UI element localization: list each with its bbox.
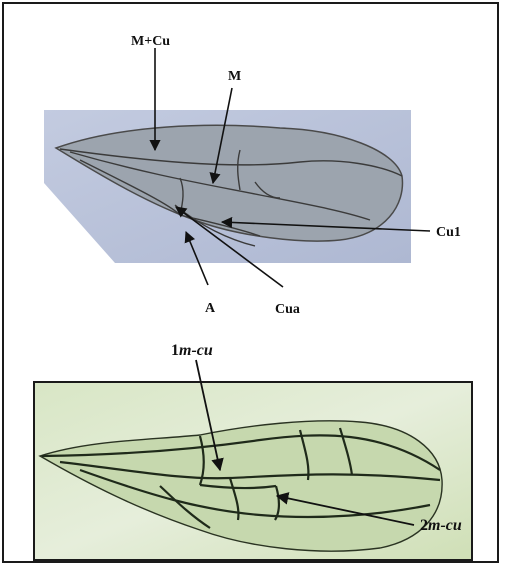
label-2m-cu-number: 2 — [420, 517, 428, 534]
label-a: A — [205, 301, 216, 316]
label-1m-cu: 1m-cu — [171, 342, 213, 359]
label-1m-cu-italic: m-cu — [179, 342, 213, 359]
top-wing-photo — [44, 110, 411, 263]
label-2m-cu-italic: m-cu — [428, 517, 462, 534]
label-m: M — [228, 69, 241, 84]
label-1m-cu-number: 1 — [171, 342, 179, 359]
label-cu1: Cu1 — [436, 225, 461, 240]
label-cua: Cua — [275, 302, 300, 317]
label-m-cu: M+Cu — [131, 34, 170, 49]
label-2m-cu: 2m-cu — [420, 517, 462, 534]
bottom-wing-photo — [34, 382, 472, 560]
